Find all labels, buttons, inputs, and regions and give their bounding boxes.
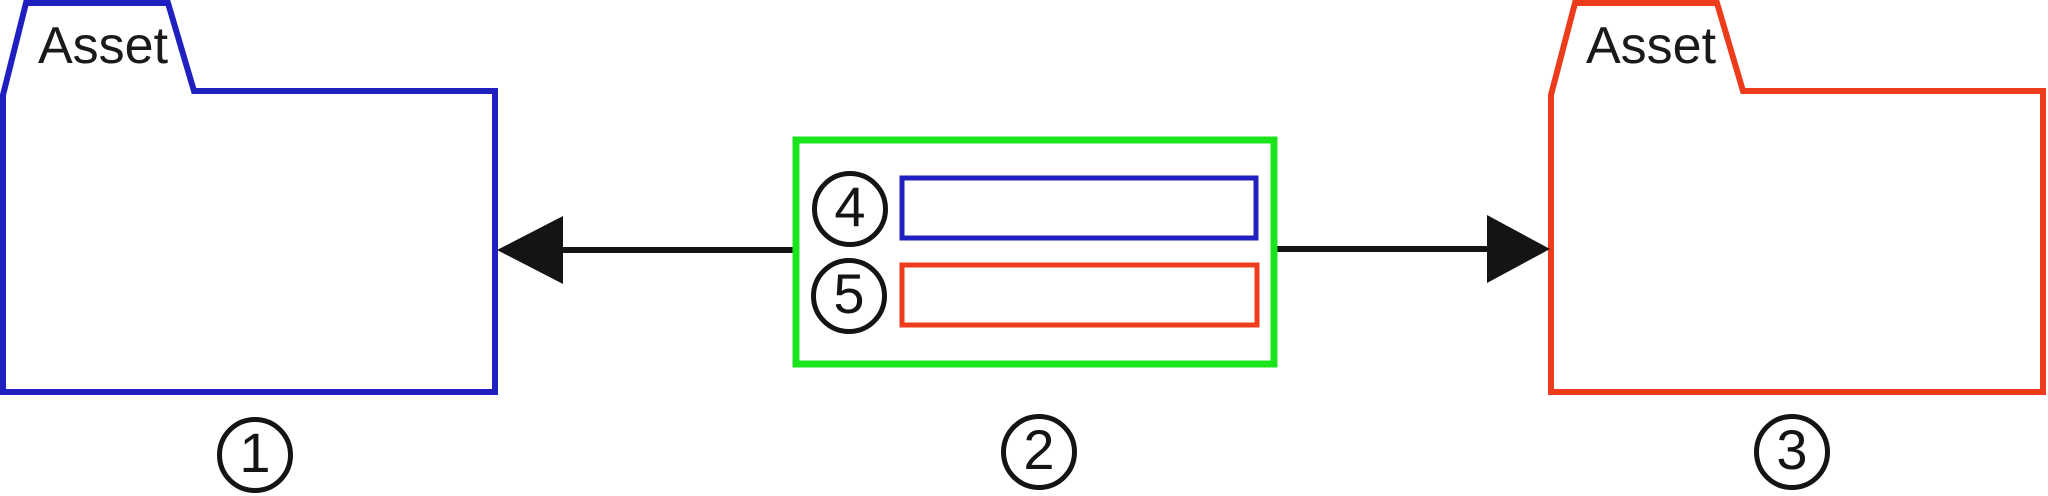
arrow-left-head-icon [497, 216, 563, 284]
badge-3-right-folder: 3 [1754, 414, 1830, 490]
badge-5-red-row: 5 [811, 258, 887, 334]
mapping-row-red-shape [899, 262, 1260, 328]
badge-2-mapping-box: 2 [1001, 414, 1077, 490]
asset-folder-right-label: Asset [1586, 17, 1717, 75]
badge-4-blue-row: 4 [812, 171, 888, 247]
asset-folder-left-label: Asset [38, 17, 169, 75]
asset-folder-right-shape [1548, 0, 2046, 395]
mapping-row-blue-shape [899, 175, 1259, 241]
mapping-box-shape [792, 136, 1278, 368]
asset-folder-left-shape [0, 0, 498, 395]
badge-1-left-folder: 1 [217, 417, 293, 493]
arrow-right-head-icon [1487, 215, 1550, 283]
